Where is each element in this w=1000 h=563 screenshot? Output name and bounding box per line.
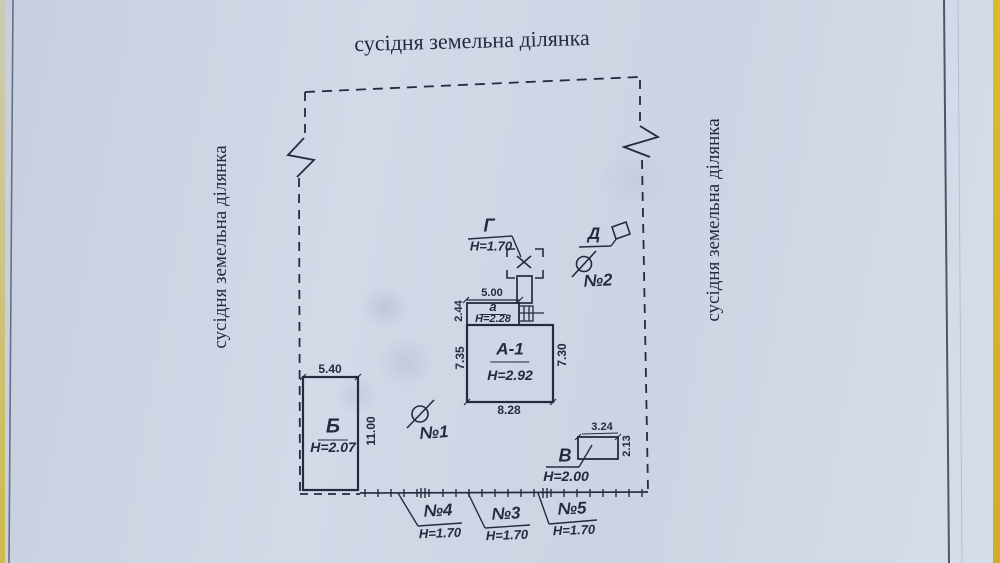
dim-a1-bottom: 8.28 bbox=[497, 403, 521, 417]
fence-3-label: №3 bbox=[491, 503, 521, 524]
fence-label-leaders bbox=[397, 492, 598, 529]
fence-3-height: Н=1.70 bbox=[485, 526, 529, 544]
scan-background-edge-left bbox=[0, 0, 5, 563]
fence-line bbox=[359, 488, 649, 498]
building-b-outline bbox=[299, 373, 362, 492]
structure-d-label: Д bbox=[587, 224, 601, 243]
building-a1-label: А-1 bbox=[490, 340, 530, 363]
fence-5-height: Н=1.70 bbox=[552, 521, 596, 539]
fence-4-label: №4 bbox=[423, 500, 453, 521]
structure-g-outline bbox=[467, 235, 544, 304]
scan-background-edge-right bbox=[993, 0, 1000, 563]
plot-boundary-dashed bbox=[286, 76, 661, 495]
building-v-outline bbox=[546, 432, 622, 468]
well-symbol-2 bbox=[571, 250, 597, 278]
annex-a-height: Н=2.28 bbox=[475, 313, 511, 325]
neighbor-label-left: сусідня земельна ділянка bbox=[210, 145, 231, 349]
dim-b-top: 5.40 bbox=[318, 362, 342, 376]
structure-g-label: Г bbox=[483, 215, 495, 236]
building-b-height: Н=2.07 bbox=[310, 439, 356, 455]
dim-annex-left: 2.44 bbox=[453, 300, 465, 322]
building-v-label: В bbox=[558, 445, 572, 466]
structure-d-outline bbox=[578, 220, 632, 248]
annex-a-label: а bbox=[479, 299, 507, 315]
dim-annex-top: 5.00 bbox=[481, 287, 503, 299]
building-b-label: Б bbox=[317, 416, 349, 441]
dim-a1-right: 7.30 bbox=[555, 343, 569, 367]
dim-v-top: 3.24 bbox=[591, 421, 613, 433]
fence-5-label: №5 bbox=[557, 498, 587, 519]
building-v-height: Н=2.00 bbox=[543, 468, 589, 484]
neighbor-label-right: сусідня земельна ділянка bbox=[703, 118, 724, 322]
porch-steps-symbol bbox=[518, 305, 544, 322]
structure-g-height: Н=1.70 bbox=[469, 238, 513, 254]
well-1-label: №1 bbox=[418, 422, 450, 443]
building-a1-outline bbox=[462, 296, 557, 406]
dim-a1-left: 7.35 bbox=[453, 346, 467, 370]
dim-v-right: 2.13 bbox=[621, 435, 633, 457]
building-a1-height: Н=2.92 bbox=[487, 367, 533, 383]
dim-b-right: 11.00 bbox=[364, 416, 378, 446]
page-fold-lines bbox=[8, 0, 963, 563]
well-2-label: №2 bbox=[583, 270, 613, 291]
fence-4-height: Н=1.70 bbox=[418, 524, 462, 542]
well-symbol-1 bbox=[406, 399, 435, 429]
